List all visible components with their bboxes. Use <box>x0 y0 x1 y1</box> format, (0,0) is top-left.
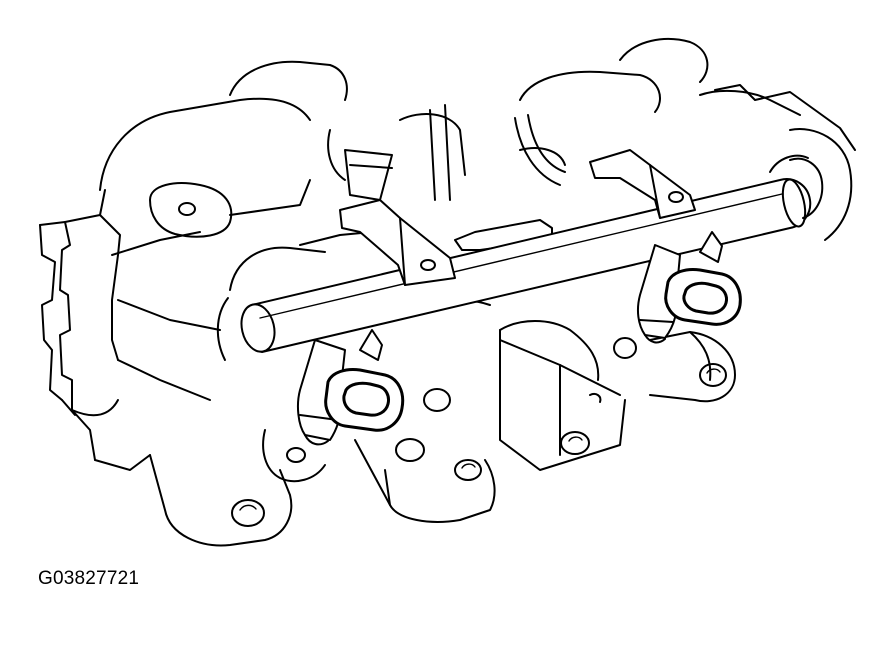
lower-flanges <box>149 329 736 547</box>
left-flange <box>39 189 221 471</box>
left-fuel-injector <box>296 329 405 446</box>
fuel-rail <box>240 154 824 353</box>
right-fuel-injector <box>636 231 742 344</box>
upper-runners <box>99 38 856 241</box>
rail-brackets <box>339 149 696 286</box>
left-mounting-boss <box>149 179 311 238</box>
figure-id-label: G03827721 <box>38 568 140 589</box>
injector-cups <box>299 104 566 251</box>
